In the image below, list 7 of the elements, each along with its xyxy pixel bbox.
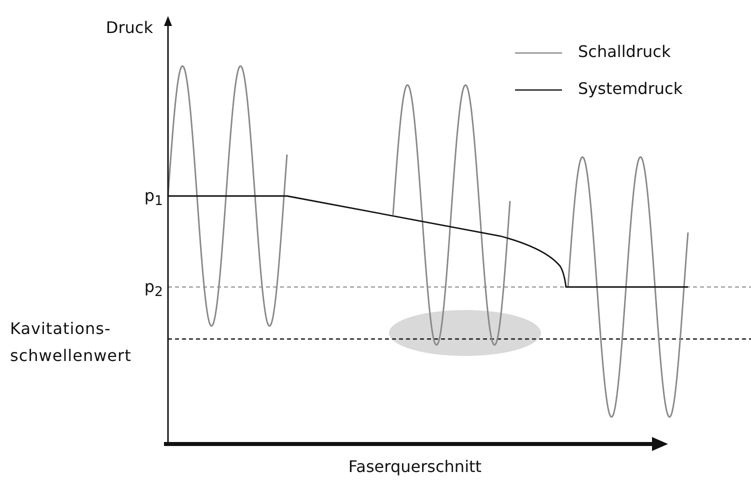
legend-label: Systemdruck: [578, 79, 683, 99]
axis-label: Druck: [104, 17, 153, 39]
threshold-label: Kavitations- schwellenwert: [10, 318, 132, 367]
legend-label: Schalldruck: [578, 42, 671, 62]
axis-tick-label: p$_{2}$: [143, 276, 163, 302]
axis-tick-label: p$_{1}$: [143, 185, 163, 212]
axis-label: Faserquerschnitt: [347, 456, 483, 478]
